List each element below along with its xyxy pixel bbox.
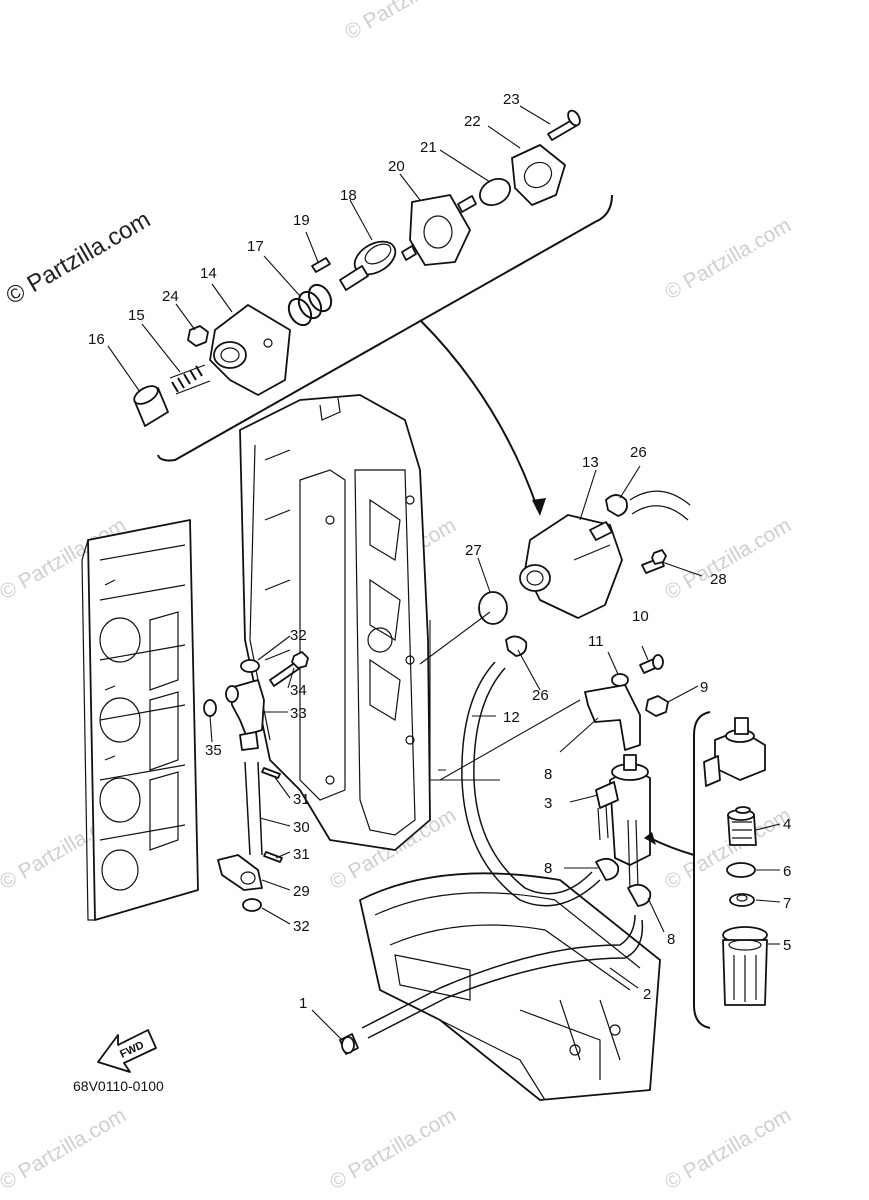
callout-28: 28 [710, 571, 727, 588]
gasket-22 [479, 177, 511, 207]
callout-23: 22 [464, 113, 481, 130]
callout-31-upper: 31 [293, 791, 310, 808]
callout-3: 3 [544, 795, 552, 812]
callout-11: 10 [632, 608, 649, 625]
watermark: © Partzilla.com [341, 0, 475, 44]
callout-4: 4 [783, 816, 791, 833]
clip-26-upper [605, 494, 628, 517]
oring-27 [478, 591, 508, 625]
callout-13: 12 [503, 709, 520, 726]
spring-16 [169, 364, 211, 395]
thermostat-19 [339, 240, 397, 291]
callout-22: 21 [420, 139, 437, 156]
callout-9: 8 [544, 766, 552, 783]
callout-15: 14 [200, 265, 217, 282]
housing-21 [401, 194, 477, 266]
top-exploded-group [133, 109, 613, 516]
callout-17: 16 [88, 331, 105, 348]
callout-6: 6 [783, 863, 791, 880]
nut-25 [187, 325, 209, 347]
clip-8-left [595, 857, 620, 881]
pump-14 [519, 514, 623, 619]
hose-2 [361, 914, 644, 1039]
cover-23 [511, 144, 566, 206]
filter-element-4 [727, 806, 757, 846]
clamp-31-upper [261, 767, 281, 779]
callout-27: 27 [465, 542, 482, 559]
filter-head [703, 717, 766, 787]
callout-12: 11 [588, 633, 604, 650]
clamp-31-lower [263, 851, 283, 863]
callout-1: 1 [299, 995, 307, 1012]
hose-upper [629, 490, 691, 521]
callouts: 23 22 21 20 18 19 17 14 24 15 16 13 26 2… [88, 91, 791, 1012]
callout-19: 18 [340, 187, 357, 204]
callout-18: 17 [247, 238, 264, 255]
callout-8-left: 8 [544, 860, 552, 877]
watermark: © Partzilla.com [0, 1104, 130, 1195]
watermark: © Partzilla.com [661, 214, 795, 305]
callout-2: 2 [643, 986, 651, 1003]
callout-10: 9 [700, 679, 708, 696]
callout-26-upper: 26 [630, 444, 647, 461]
bracket-9 [584, 684, 641, 751]
pin-20 [311, 257, 331, 273]
bolt-28 [641, 549, 667, 574]
clip-26-lower [505, 635, 528, 657]
callout-29: 29 [293, 883, 310, 900]
cylinder-block [81, 519, 199, 921]
callout-32-lower: 32 [293, 918, 310, 935]
fitting-33 [225, 679, 265, 751]
nipple-1 [339, 1033, 359, 1055]
washer-12 [611, 673, 629, 687]
callout-14: 13 [582, 454, 599, 471]
hose-30 [244, 761, 263, 856]
nut-10 [645, 695, 669, 717]
fwd-arrow-icon: FWD [97, 1029, 157, 1073]
exhaust-cover [239, 394, 431, 851]
partzilla-logo: © Partzilla.com [2, 206, 156, 310]
callout-26-lower: 26 [532, 687, 549, 704]
leader-lines [107, 105, 781, 1041]
callout-7: 7 [783, 895, 791, 912]
lower-cowling [359, 872, 661, 1101]
sleeve-17 [133, 385, 169, 427]
callout-33: 33 [290, 705, 307, 722]
watermark: © Partzilla.com [661, 514, 795, 605]
washer-32-upper [240, 659, 260, 673]
washer-32-lower [242, 898, 262, 912]
fuel-filter-3 [595, 754, 651, 891]
diagram-code: 68V0110-0100 [73, 1078, 164, 1094]
callout-8-right: 8 [667, 931, 675, 948]
bolt-11 [639, 654, 664, 674]
callout-25: 24 [162, 288, 179, 305]
holder-29 [217, 854, 263, 891]
callout-32-upper: 32 [290, 627, 307, 644]
callout-31-lower: 31 [293, 846, 310, 863]
callout-35: 35 [205, 742, 222, 759]
callout-30: 30 [293, 819, 310, 836]
pump-housing-15 [209, 304, 291, 396]
spring-18 [287, 283, 333, 327]
filter-cup-5 [722, 926, 768, 1006]
hose-13 [461, 661, 601, 907]
clip-8-right [627, 883, 652, 907]
callout-20: 19 [293, 212, 310, 229]
bolt-24 [547, 109, 581, 141]
plug-35 [203, 699, 217, 717]
watermark: © Partzilla.com [326, 1104, 460, 1195]
float-7 [729, 893, 755, 907]
callout-34: 34 [290, 682, 307, 699]
bolt-34 [269, 651, 309, 687]
callout-24: 23 [503, 91, 520, 108]
callout-21: 20 [388, 158, 405, 175]
filter-exploded-group [644, 711, 768, 1029]
callout-5: 5 [783, 937, 791, 954]
callout-16: 15 [128, 307, 145, 324]
watermark: © Partzilla.com [661, 1104, 795, 1195]
oring-6 [726, 862, 756, 878]
